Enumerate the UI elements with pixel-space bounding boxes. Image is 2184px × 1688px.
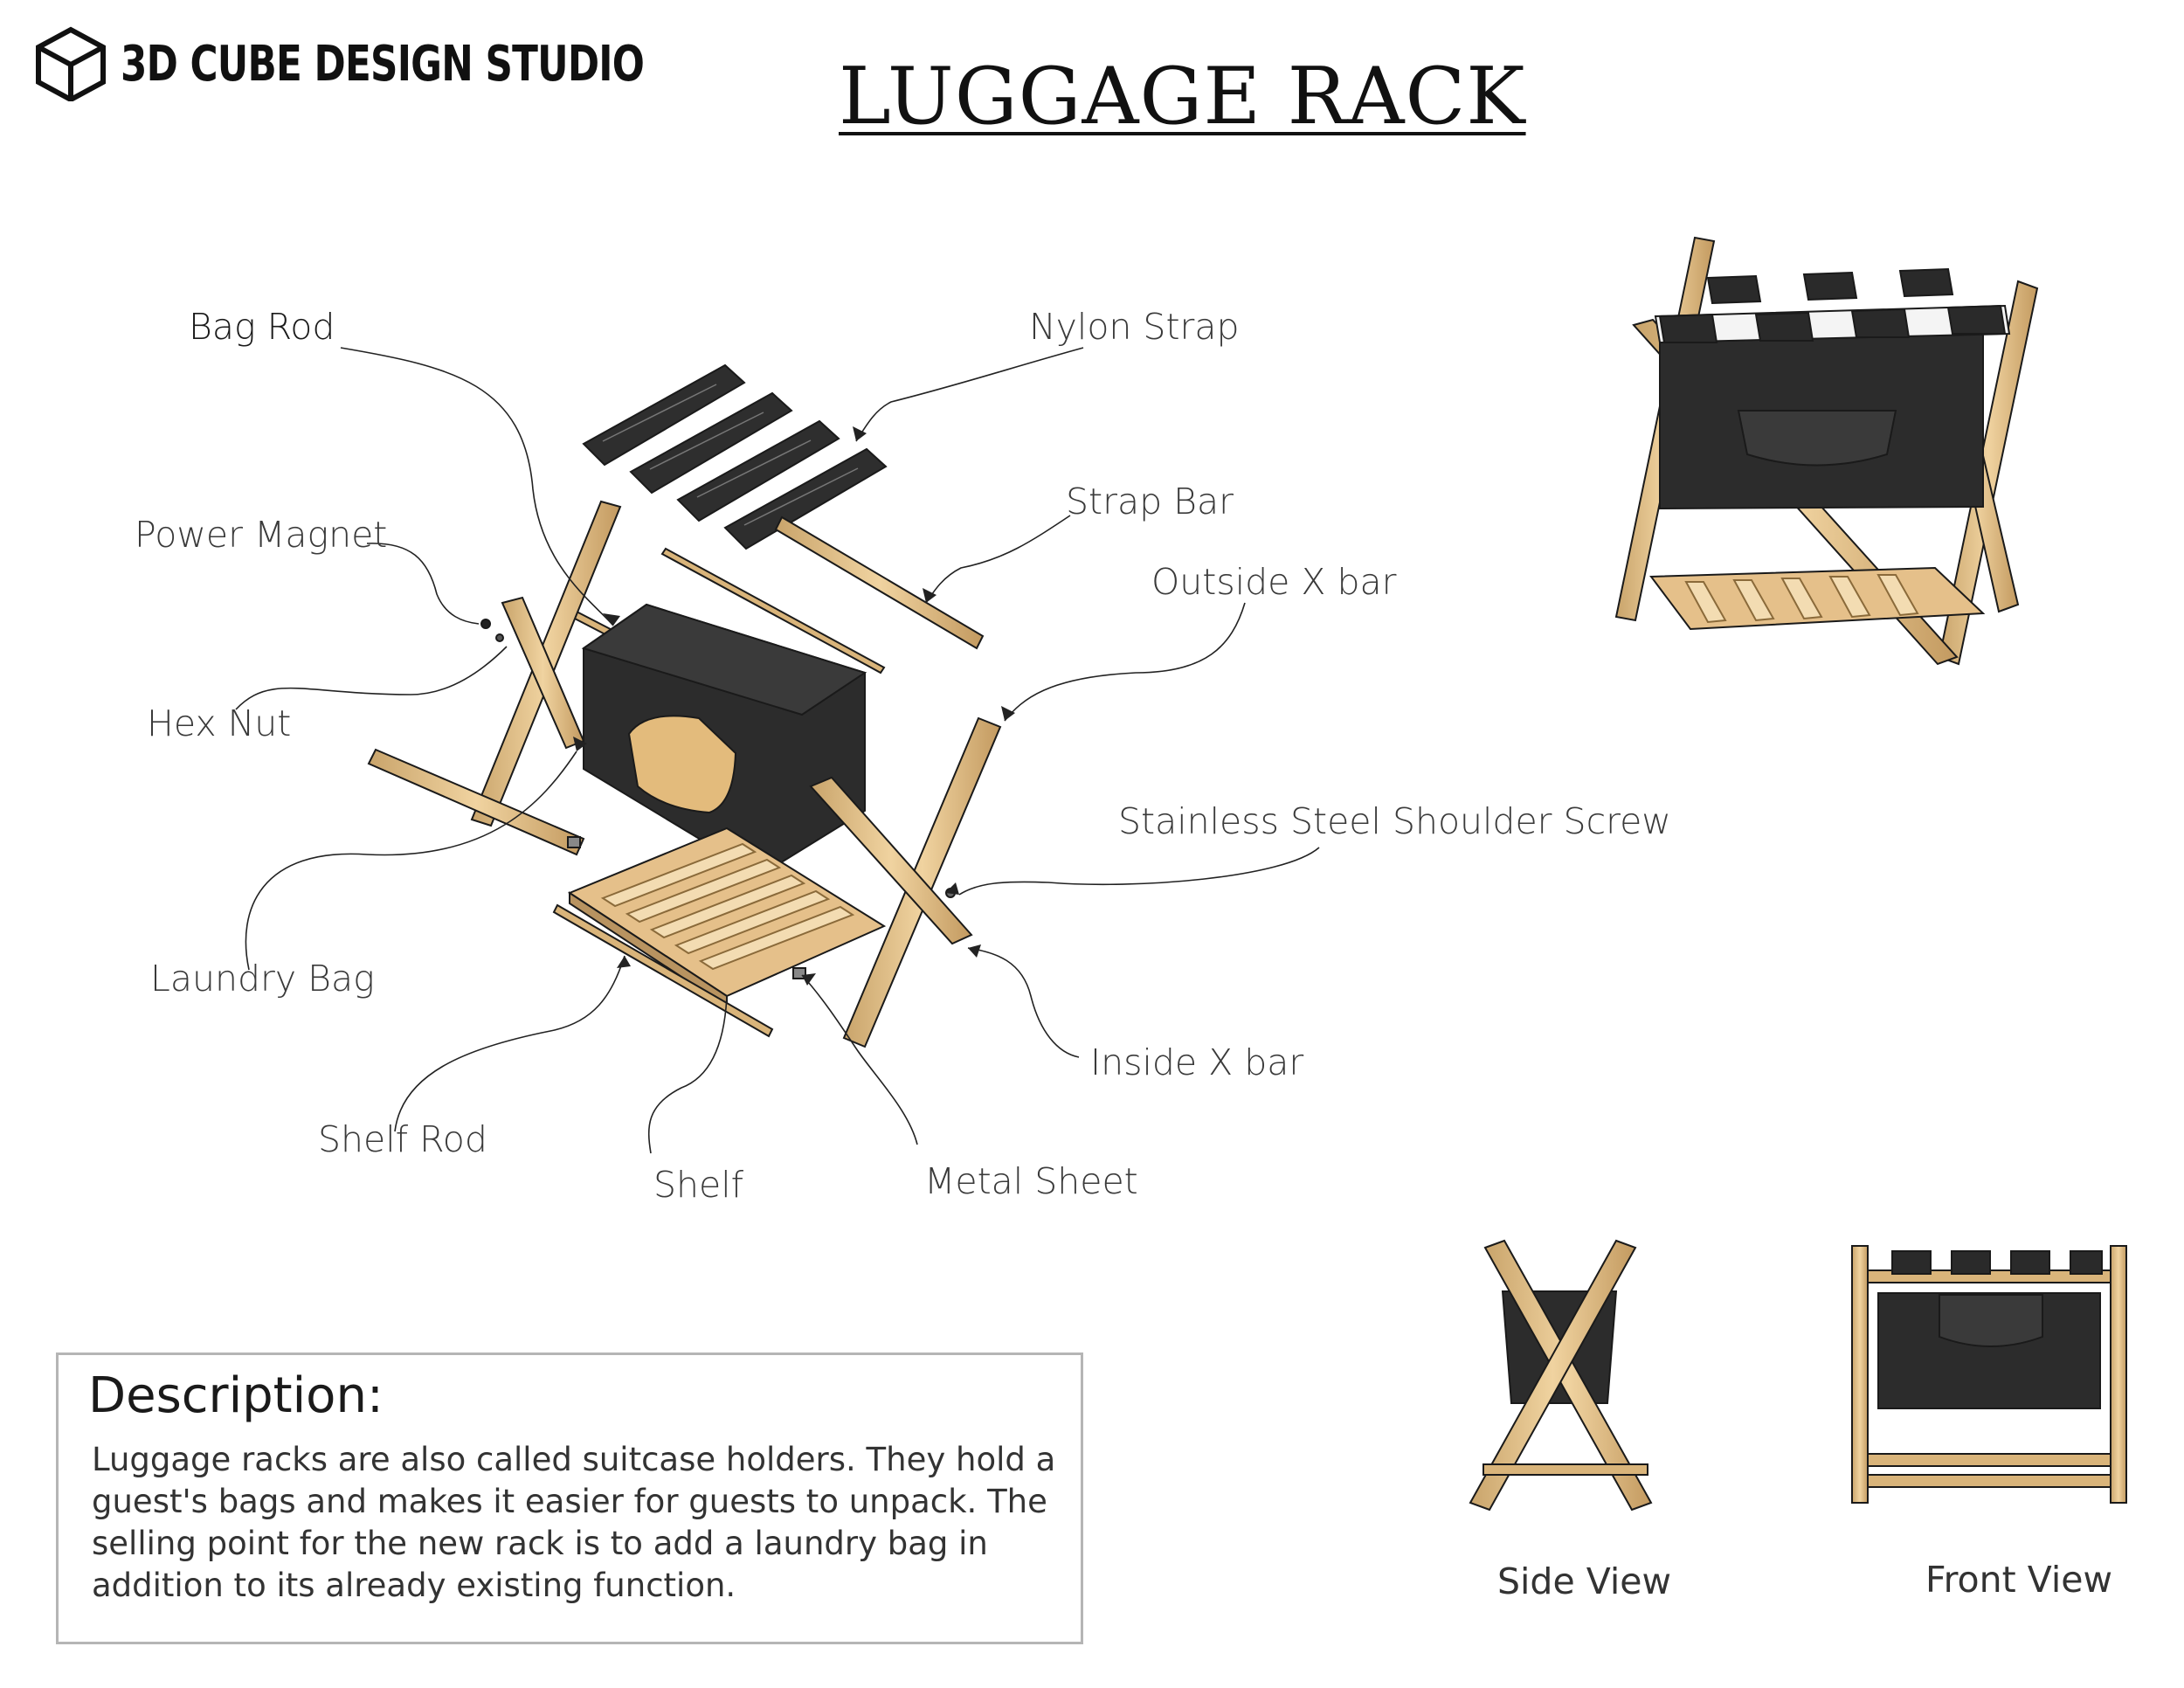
assembled-iso-view [1614, 236, 2039, 666]
exploded-assembly [367, 363, 1002, 1048]
leader-lines [235, 347, 1320, 1154]
description-body: Luggage racks are also called suitcase h… [92, 1441, 1056, 1604]
callout-metal-sheet: Metal Sheet [924, 1160, 1138, 1202]
leader-arrowheads [573, 426, 1015, 986]
nylon-straps-part [582, 363, 888, 550]
description-box: Description: Luggage racks are also call… [56, 1352, 1083, 1644]
side-view-drawing [1469, 1239, 1653, 1512]
callout-shelf-rod: Shelf Rod [318, 1118, 487, 1160]
studio-logo: 3D CUBE DESIGN STUDIO [33, 26, 791, 101]
side-view-label: Side View [1497, 1560, 1671, 1602]
callout-inside-x-bar: Inside X bar [1090, 1041, 1304, 1083]
description-heading: Description: [88, 1367, 384, 1424]
front-view-label: Front View [1925, 1559, 2113, 1601]
front-view-drawing [1851, 1245, 2127, 1504]
strap-bar-part [774, 515, 985, 650]
callout-shelf: Shelf [653, 1164, 744, 1206]
shelf-rod-part [552, 903, 774, 1038]
callout-shoulder-screw: Stainless Steel Shoulder Screw [1118, 800, 1671, 842]
bag-rod-part [660, 547, 886, 675]
inside-x-bar-right [809, 776, 973, 945]
laundry-bag-part [581, 603, 867, 877]
callout-strap-bar: Strap Bar [1066, 481, 1234, 522]
callout-bag-rod: Bag Rod [189, 306, 335, 348]
callout-laundry-bag: Laundry Bag [150, 958, 375, 1000]
callout-outside-x-bar: Outside X bar [1151, 561, 1397, 603]
power-magnet-part [480, 619, 491, 629]
callout-power-magnet: Power Magnet [135, 514, 388, 556]
page-title: LUGGAGE RACK [839, 51, 1526, 142]
metal-sheet-part [567, 836, 581, 848]
callout-hex-nut: Hex Nut [147, 702, 292, 744]
cube-logo-icon [36, 26, 106, 101]
inside-x-bar-lower [367, 748, 585, 856]
studio-name: 3D CUBE DESIGN STUDIO [121, 35, 645, 93]
hex-nut-part [495, 633, 504, 642]
callout-nylon-strap: Nylon Strap [1029, 306, 1240, 348]
shelf-part [567, 827, 887, 1008]
